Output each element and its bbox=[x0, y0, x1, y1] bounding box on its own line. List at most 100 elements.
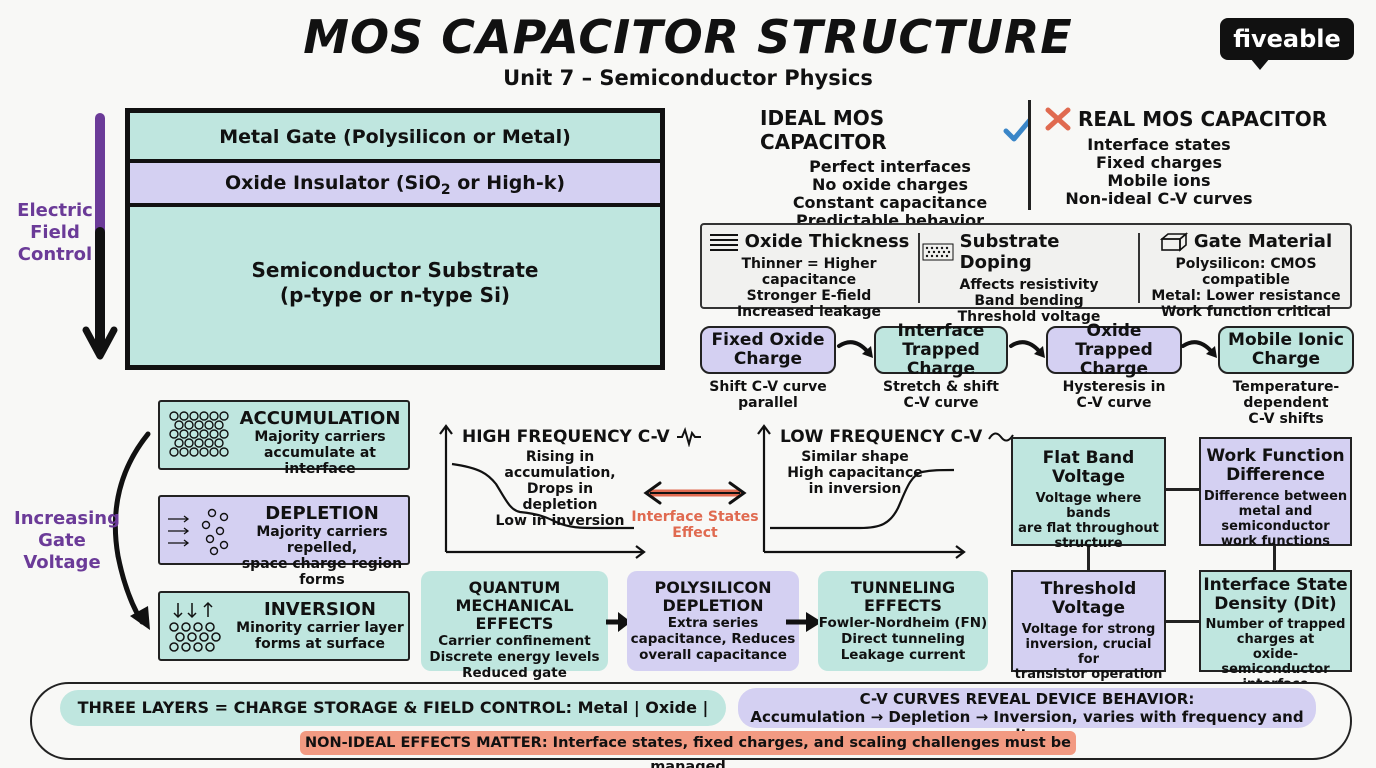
grid-item: transistor operation bbox=[1014, 667, 1163, 682]
repelled-carriers-icon bbox=[168, 508, 229, 556]
real-item: Mobile ions bbox=[1107, 171, 1211, 190]
param-item: Threshold voltage bbox=[957, 309, 1101, 325]
grid-item: structure bbox=[1054, 536, 1123, 551]
regime-line: Minority carrier layer bbox=[236, 620, 404, 636]
link-line: Effect bbox=[672, 525, 718, 541]
grid-item: work functions bbox=[1221, 534, 1330, 549]
banner-bold: NON-IDEAL EFFECTS MATTER: bbox=[305, 735, 548, 751]
ideal-item: Constant capacitance bbox=[792, 193, 988, 212]
substrate-doping-panel: Substrate Doping Affects resistivity Ban… bbox=[922, 231, 1136, 325]
grid-item: metal and semiconductor bbox=[1221, 504, 1330, 534]
real-item: Fixed charges bbox=[1096, 153, 1222, 172]
param-divider bbox=[1138, 233, 1140, 303]
lf-cv-title: LOW FREQUENCY C-V bbox=[780, 427, 1015, 447]
grid-item: are flat throughout bbox=[1018, 521, 1159, 536]
ideal-mos-panel: IDEAL MOS CAPACITOR Perfect interfaces N… bbox=[750, 106, 1030, 230]
effect-item: Extra series bbox=[667, 615, 759, 631]
lf-note: High capacitance bbox=[787, 465, 923, 481]
effect-item: Leakage current bbox=[840, 647, 966, 663]
regime-heading: ACCUMULATION bbox=[239, 408, 401, 429]
param-item: Metal: Lower resistance bbox=[1151, 288, 1341, 304]
grid-connector bbox=[1165, 620, 1201, 623]
right-arrow-icon bbox=[606, 612, 631, 632]
grid-item: charges at bbox=[1236, 632, 1315, 647]
charge-label: Oxide Trapped bbox=[1075, 320, 1153, 360]
effect-heading: DEPLETION bbox=[662, 596, 764, 615]
fiveable-logo: fiveable bbox=[1220, 18, 1354, 60]
grid-heading: Voltage bbox=[1051, 467, 1126, 487]
oxide-insulator-layer: Oxide Insulator (SiO2 or High-k) bbox=[130, 163, 660, 207]
grid-item: Voltage for strong bbox=[1021, 622, 1156, 637]
regime-heading: INVERSION bbox=[264, 599, 376, 620]
param-item: Affects resistivity bbox=[959, 277, 1099, 293]
gate-voltage-label: Increasing Gate Voltage bbox=[14, 508, 120, 574]
hf-cv-plot bbox=[439, 424, 646, 559]
ideal-heading: IDEAL MOS CAPACITOR bbox=[760, 106, 887, 154]
ideal-item: No oxide charges bbox=[811, 175, 968, 194]
charge-label: Fixed Oxide bbox=[711, 330, 825, 350]
gate-material-panel: Gate Material Polysilicon: CMOS compatib… bbox=[1140, 231, 1352, 320]
effect-item: Carrier confinement bbox=[438, 633, 591, 649]
grid-heading: Work Function bbox=[1206, 446, 1345, 466]
charge-label: Charge bbox=[1251, 349, 1321, 369]
label-line: Electric bbox=[17, 200, 93, 221]
page-title: MOS CAPACITOR STRUCTURE bbox=[303, 10, 1073, 64]
grid-heading: Flat Band bbox=[1042, 448, 1135, 468]
regime-line: accumulate at interface bbox=[263, 445, 376, 477]
dense-carriers-icon bbox=[169, 411, 229, 457]
oxide-subscript: 2 bbox=[440, 181, 451, 198]
caption-line: Temperature-dependent bbox=[1232, 379, 1340, 411]
lf-note: Similar shape bbox=[801, 449, 909, 465]
effect-item: overall capacitance bbox=[639, 647, 787, 663]
grid-item: Difference between bbox=[1203, 489, 1348, 504]
hf-note: Rising in accumulation, bbox=[504, 449, 616, 481]
hf-note: Drops in depletion bbox=[522, 481, 598, 513]
block-icon bbox=[1159, 231, 1188, 252]
ideal-item: Perfect interfaces bbox=[809, 157, 971, 176]
param-item: Band bending bbox=[974, 293, 1084, 309]
quantum-effects-box: QUANTUM MECHANICAL EFFECTS Carrier confi… bbox=[421, 571, 608, 697]
charge-label: Interface bbox=[897, 320, 985, 341]
down-arrow-icon bbox=[82, 113, 118, 360]
lf-heading: LOW FREQUENCY C-V bbox=[780, 427, 983, 447]
regime-heading: DEPLETION bbox=[265, 503, 379, 524]
real-heading: REAL MOS CAPACITOR bbox=[1078, 107, 1328, 131]
electric-field-label: Electric Field Control bbox=[10, 200, 100, 266]
regime-line: Majority carriers bbox=[254, 429, 386, 445]
curved-down-arrow-icon bbox=[112, 431, 151, 630]
curved-arrow-icon bbox=[837, 340, 873, 358]
regime-line: space charge region forms bbox=[241, 556, 403, 588]
lf-cv-plot bbox=[757, 424, 966, 559]
param-heading: Gate Material bbox=[1193, 231, 1333, 252]
grid-heading: Voltage bbox=[1051, 598, 1126, 618]
accumulation-box: ACCUMULATION Majority carriers accumulat… bbox=[158, 400, 410, 477]
inversion-box: INVERSION Minority carrier layer forms a… bbox=[158, 591, 410, 661]
ideal-real-divider bbox=[1028, 100, 1031, 210]
grid-item: oxide-semiconductor bbox=[1221, 647, 1330, 677]
depletion-box: DEPLETION Majority carriers repelled, sp… bbox=[158, 495, 410, 588]
square-wave-icon bbox=[676, 427, 701, 447]
caption-line: C-V curve bbox=[903, 395, 979, 411]
three-layers-banner: THREE LAYERS = CHARGE STORAGE & FIELD CO… bbox=[60, 690, 726, 753]
flat-band-voltage-box: Flat Band Voltage Voltage where bands ar… bbox=[1011, 437, 1166, 551]
grid-item: Number of trapped bbox=[1205, 617, 1346, 632]
lf-note: in inversion bbox=[808, 481, 902, 497]
link-line: Interface States bbox=[631, 509, 759, 525]
banner-bold: C-V CURVES REVEAL DEVICE BEHAVIOR: bbox=[859, 690, 1195, 708]
curved-arrow-icon bbox=[1181, 340, 1217, 358]
grid-item: inversion, crucial for bbox=[1025, 637, 1152, 667]
mos-layer-stack: Metal Gate (Polysilicon or Metal) Oxide … bbox=[125, 108, 665, 370]
inversion-carriers-icon bbox=[169, 601, 221, 652]
tunneling-effects-box: TUNNELING EFFECTS Fowler-Nordheim (FN) D… bbox=[818, 571, 988, 671]
grid-heading: Interface State bbox=[1203, 575, 1348, 595]
caption-line: parallel bbox=[738, 395, 798, 411]
grid-heading: Difference bbox=[1226, 465, 1325, 485]
label-line: Field bbox=[30, 222, 80, 243]
oxide-text: or High-k) bbox=[450, 172, 566, 194]
